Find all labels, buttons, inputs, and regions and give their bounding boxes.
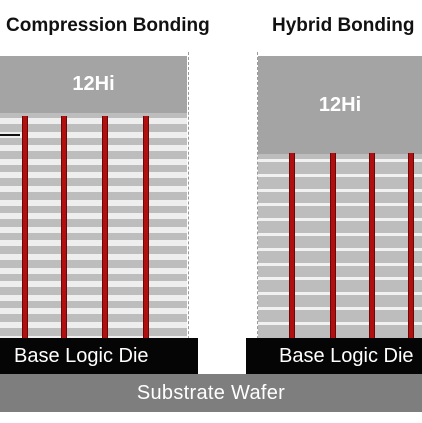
hybrid-stack-label: 12Hi — [318, 93, 362, 116]
hybrid-die-layer — [258, 159, 422, 162]
compression-base-logic-die: Base Logic Die — [0, 338, 198, 374]
hybrid-die-layer — [258, 277, 422, 281]
hybrid-die-layer — [258, 321, 422, 325]
compression-die-layer — [0, 226, 187, 233]
hybrid-die-layer — [258, 262, 422, 266]
compression-tsv — [22, 116, 28, 338]
hybrid-die-layer — [258, 218, 422, 222]
hybrid-tsv — [408, 153, 414, 338]
substrate-label: Substrate Wafer — [136, 381, 286, 404]
compression-die-layer — [0, 294, 187, 301]
compression-stack-header: 12Hi — [0, 56, 187, 113]
compression-side-marker — [0, 134, 20, 136]
hybrid-die-stack: 12Hi — [258, 56, 422, 338]
compression-die-layer — [0, 308, 187, 315]
hybrid-die-layer — [258, 292, 422, 296]
substrate-wafer: Substrate Wafer — [0, 374, 422, 412]
compression-die-stack: 12Hi — [0, 56, 187, 338]
hybrid-stack-header: 12Hi — [258, 56, 422, 154]
hybrid-tsv — [330, 153, 336, 338]
hybrid-bonding-title: Hybrid Bonding — [272, 15, 415, 36]
compression-die-layer — [0, 254, 187, 260]
compression-die-layer — [0, 213, 187, 220]
compression-die-layer — [0, 335, 187, 338]
compression-die-layer — [0, 131, 187, 138]
divider-left — [188, 52, 189, 374]
hybrid-base-logic-die: Base Logic Die — [246, 338, 422, 374]
compression-die-layer — [0, 172, 187, 179]
compression-stack-label: 12Hi — [72, 73, 115, 95]
compression-die-layer — [0, 240, 187, 247]
compression-bonding-title: Compression Bonding — [6, 15, 210, 36]
compression-die-layer — [0, 118, 187, 124]
hybrid-die-layer — [258, 247, 422, 251]
hybrid-die-layer — [258, 307, 422, 310]
hybrid-die-layer — [258, 188, 422, 192]
hybrid-tsv — [289, 153, 295, 338]
compression-die-layer — [0, 158, 187, 165]
compression-die-layer — [0, 199, 187, 206]
hybrid-die-layer — [258, 233, 422, 236]
hybrid-die-layer — [258, 173, 422, 177]
hybrid-base-label: Base Logic Die — [279, 344, 414, 367]
compression-die-layer — [0, 322, 187, 328]
compression-die-layer — [0, 186, 187, 192]
compression-die-layer — [0, 267, 187, 274]
compression-die-layer — [0, 145, 187, 152]
divider-right — [257, 52, 258, 374]
compression-tsv — [143, 116, 149, 338]
compression-tsv — [61, 116, 67, 338]
hybrid-tsv — [369, 153, 375, 338]
hybrid-die-layer — [258, 203, 422, 207]
compression-die-layer — [0, 281, 187, 288]
compression-base-label: Base Logic Die — [14, 344, 149, 367]
compression-tsv — [102, 116, 108, 338]
